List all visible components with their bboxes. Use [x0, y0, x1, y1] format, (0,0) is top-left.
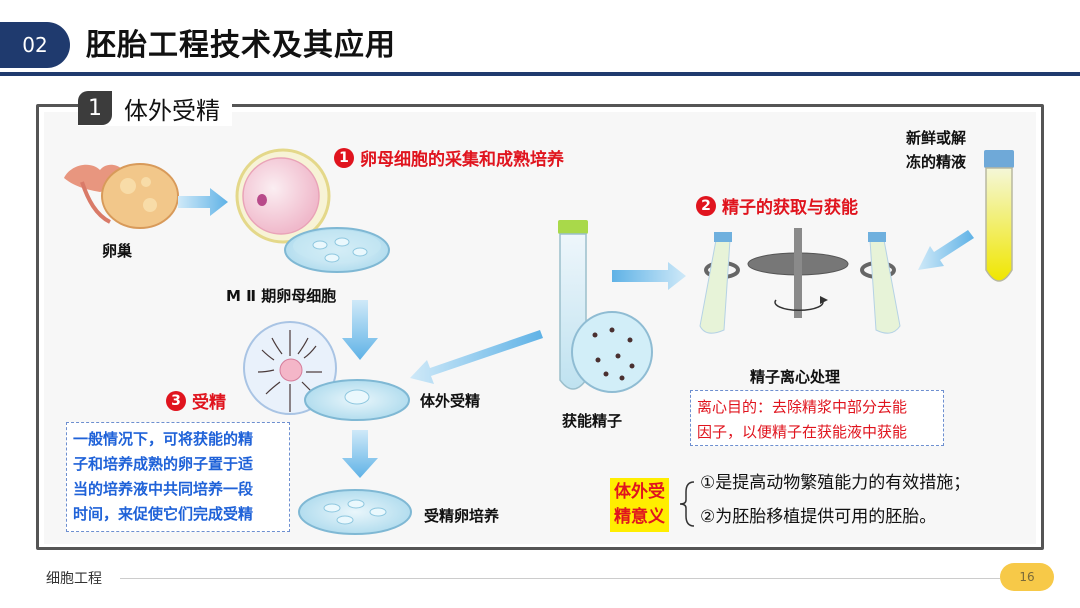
capacitated-sperm-label: 获能精子: [562, 412, 623, 430]
fertilization-note: 一般情况下，可将获能的精 子和培养成熟的卵子置于适 当的培养液中共同培养一段 时…: [66, 422, 290, 532]
centrifuge-illustration: [699, 228, 901, 334]
section-label: 体外受精: [124, 96, 220, 125]
arrow-fertilization-down: [342, 430, 378, 478]
significance-label-line-1: 体外受: [614, 482, 665, 502]
section-number: 1: [78, 91, 112, 125]
arrow-sperm-to-fertilization: [410, 330, 543, 384]
step-3-number: 3: [166, 390, 186, 411]
content-frame: [36, 104, 1044, 550]
ovary-illustration: [64, 163, 179, 229]
footer-course-name: 细胞工程: [46, 571, 102, 587]
in-vitro-fertilization-label: 体外受精: [420, 392, 481, 410]
significance-item-1: ①是提高动物繁殖能力的有效措施；: [700, 473, 971, 493]
step-3-heading: 3 受精: [166, 388, 226, 413]
fertilization-note-line-2: 子和培养成熟的卵子置于适: [73, 455, 254, 473]
centrifuge-label: 精子离心处理: [750, 368, 841, 386]
step-2-number: 2: [696, 195, 716, 216]
significance-list: ①是提高动物繁殖能力的有效措施； ②为胚胎移植提供可用的胚胎。: [700, 470, 970, 530]
fertilization-note-line-1: 一般情况下，可将获能的精: [73, 430, 254, 448]
fertilization-note-line-4: 时间，来促使它们完成受精: [73, 505, 254, 523]
step-1-label: 卵母细胞的采集和成熟培养: [360, 150, 564, 170]
culture-dish-1: [284, 227, 390, 273]
capacitated-sperm-tube: [558, 220, 653, 393]
significance-label: 体外受 精意义: [610, 478, 669, 532]
significance-item-2: ②为胚胎移植提供可用的胚胎。: [700, 507, 937, 527]
page-number: 16: [1000, 563, 1054, 591]
semen-tube: [984, 150, 1014, 282]
oocyte-illustration: [235, 148, 331, 244]
semen-label-line-2: 冻的精液: [906, 153, 967, 171]
section-tab: 1 体外受精: [78, 90, 232, 126]
semen-label-line-1: 新鲜或解: [906, 129, 967, 147]
arrow-oocyte-down: [342, 300, 378, 360]
significance-brace: [679, 481, 695, 527]
zygote-culture-label: 受精卵培养: [424, 507, 500, 525]
ovary-label: 卵巢: [102, 242, 133, 260]
slide-title: 胚胎工程技术及其应用: [86, 28, 396, 63]
fertilization-note-line-3: 当的培养液中共同培养一段: [73, 480, 254, 498]
arrow-semen-to-centrifuge: [918, 230, 974, 270]
step-2-heading: 2 精子的获取与获能: [696, 193, 858, 218]
centrifuge-note-line-1: 离心目的：去除精浆中部分去能: [697, 398, 908, 416]
arrow-ovary-to-oocyte: [178, 188, 228, 216]
culture-dish-2: [304, 379, 410, 421]
step-2-label: 精子的获取与获能: [722, 198, 858, 218]
centrifuge-note: 离心目的：去除精浆中部分去能 因子，以便精子在获能液中获能: [690, 390, 944, 446]
header-divider: [0, 72, 1080, 76]
step-1-number: 1: [334, 147, 354, 168]
significance-label-line-2: 精意义: [614, 507, 665, 527]
step-3-label: 受精: [192, 393, 226, 413]
arrow-centrifuge-to-tube: [612, 262, 686, 290]
semen-label: 新鲜或解 冻的精液: [906, 126, 966, 174]
slide-number-badge: 02: [0, 22, 70, 68]
culture-dish-3: [298, 489, 412, 535]
step-1-heading: 1 卵母细胞的采集和成熟培养: [334, 145, 564, 170]
centrifuge-note-line-2: 因子，以便精子在获能液中获能: [697, 423, 908, 441]
footer-divider: [120, 578, 1000, 579]
oocyte-label: M Ⅱ 期卵母细胞: [226, 287, 337, 305]
